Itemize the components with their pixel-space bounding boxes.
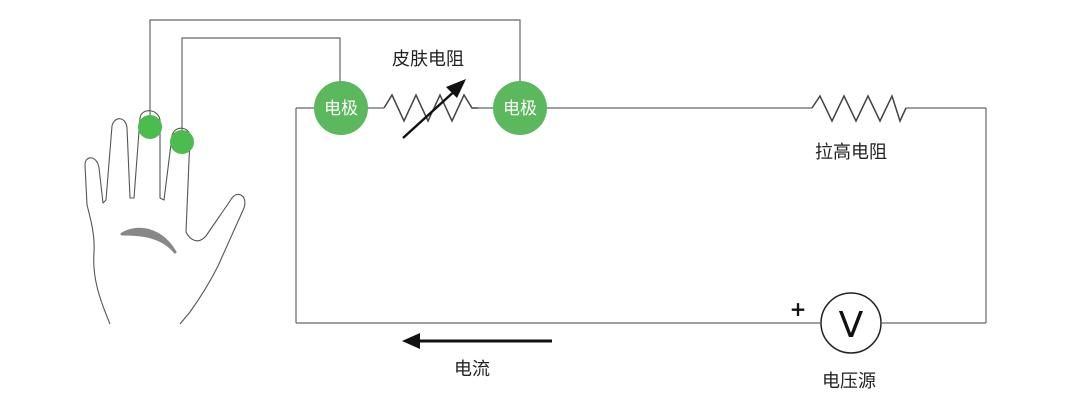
finger-wires: [149, 19, 521, 130]
electrode-right-circle: [493, 81, 547, 135]
variable-resistor-arrow-shaft: [402, 87, 459, 139]
finger-contact-dot-right: [170, 130, 194, 154]
current-arrow: [402, 333, 552, 349]
hand-icon: [84, 110, 246, 325]
electrode-right-label: 电极: [503, 99, 537, 119]
circuit-loop: [295, 107, 987, 324]
skin-resistor: [383, 79, 478, 139]
pullup-resistor-zigzag: [811, 93, 907, 124]
electrode-right: 电极: [493, 81, 547, 135]
skin-resistance-label: 皮肤电阻: [392, 49, 464, 70]
voltage-source: V +: [790, 292, 882, 354]
pullup-resistor-label: 拉高电阻: [815, 142, 887, 163]
electrode-left: 电极: [314, 81, 368, 135]
plus-sign: +: [790, 297, 807, 321]
electrode-left-label: 电极: [324, 99, 358, 119]
electrode-left-circle: [314, 81, 368, 135]
outer-finger-wire: [149, 19, 521, 116]
current-label: 电流: [454, 359, 490, 380]
pullup-resistor: [811, 93, 907, 124]
current-arrowhead: [402, 333, 420, 349]
finger-contact-dot-left: [138, 115, 162, 139]
variable-resistor-arrowhead: [446, 79, 466, 98]
voltage-source-label: 电压源: [822, 371, 876, 392]
voltmeter-circle: [820, 292, 882, 354]
skin-resistor-zigzag: [383, 93, 478, 123]
palm-crease: [120, 227, 177, 254]
voltmeter-symbol: V: [839, 305, 864, 346]
hand-outline: [84, 110, 246, 325]
finger-contacts: [138, 115, 194, 154]
inner-finger-wire: [181, 37, 341, 130]
